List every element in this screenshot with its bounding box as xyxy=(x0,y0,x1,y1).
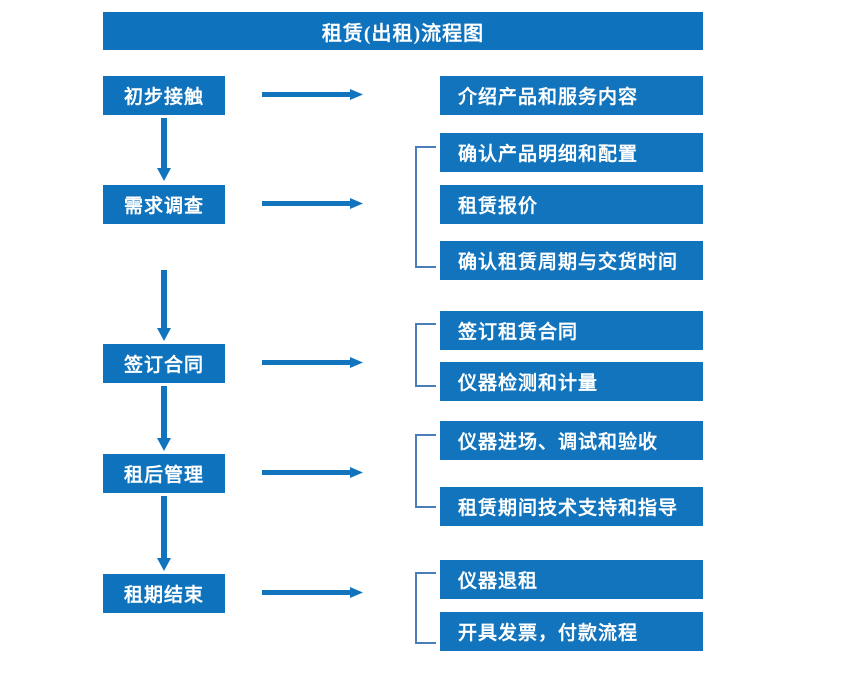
page-title: 租赁(出租)流程图 xyxy=(103,12,703,50)
vertical-arrow-2 xyxy=(155,270,173,342)
detail-box-2-1[interactable]: 确认产品明细和配置 xyxy=(440,133,703,172)
detail-box-1-1[interactable]: 介绍产品和服务内容 xyxy=(440,76,703,115)
horizontal-arrow-1 xyxy=(262,87,364,103)
detail-box-3-1[interactable]: 签订租赁合同 xyxy=(440,311,703,350)
detail-box-4-2[interactable]: 租赁期间技术支持和指导 xyxy=(440,487,703,526)
group-bracket-3 xyxy=(414,323,436,387)
stage-box-1[interactable]: 初步接触 xyxy=(103,76,225,115)
stage-box-3[interactable]: 签订合同 xyxy=(103,344,225,383)
vertical-arrow-3 xyxy=(155,386,173,452)
stage-box-5[interactable]: 租期结束 xyxy=(103,574,225,613)
horizontal-arrow-3 xyxy=(262,355,364,371)
horizontal-arrow-5 xyxy=(262,585,364,601)
vertical-arrow-1 xyxy=(155,118,173,182)
horizontal-arrow-2 xyxy=(262,196,364,212)
group-bracket-5 xyxy=(414,572,436,644)
detail-box-3-2[interactable]: 仪器检测和计量 xyxy=(440,362,703,401)
detail-box-5-2[interactable]: 开具发票，付款流程 xyxy=(440,612,703,651)
detail-box-5-1[interactable]: 仪器退租 xyxy=(440,560,703,599)
detail-box-2-2[interactable]: 租赁报价 xyxy=(440,185,703,224)
vertical-arrow-4 xyxy=(155,496,173,572)
group-bracket-2 xyxy=(414,146,436,268)
stage-box-4[interactable]: 租后管理 xyxy=(103,454,225,493)
detail-box-4-1[interactable]: 仪器进场、调试和验收 xyxy=(440,421,703,460)
detail-box-2-3[interactable]: 确认租赁周期与交货时间 xyxy=(440,241,703,280)
stage-box-2[interactable]: 需求调查 xyxy=(103,185,225,224)
horizontal-arrow-4 xyxy=(262,465,364,481)
group-bracket-4 xyxy=(414,434,436,508)
